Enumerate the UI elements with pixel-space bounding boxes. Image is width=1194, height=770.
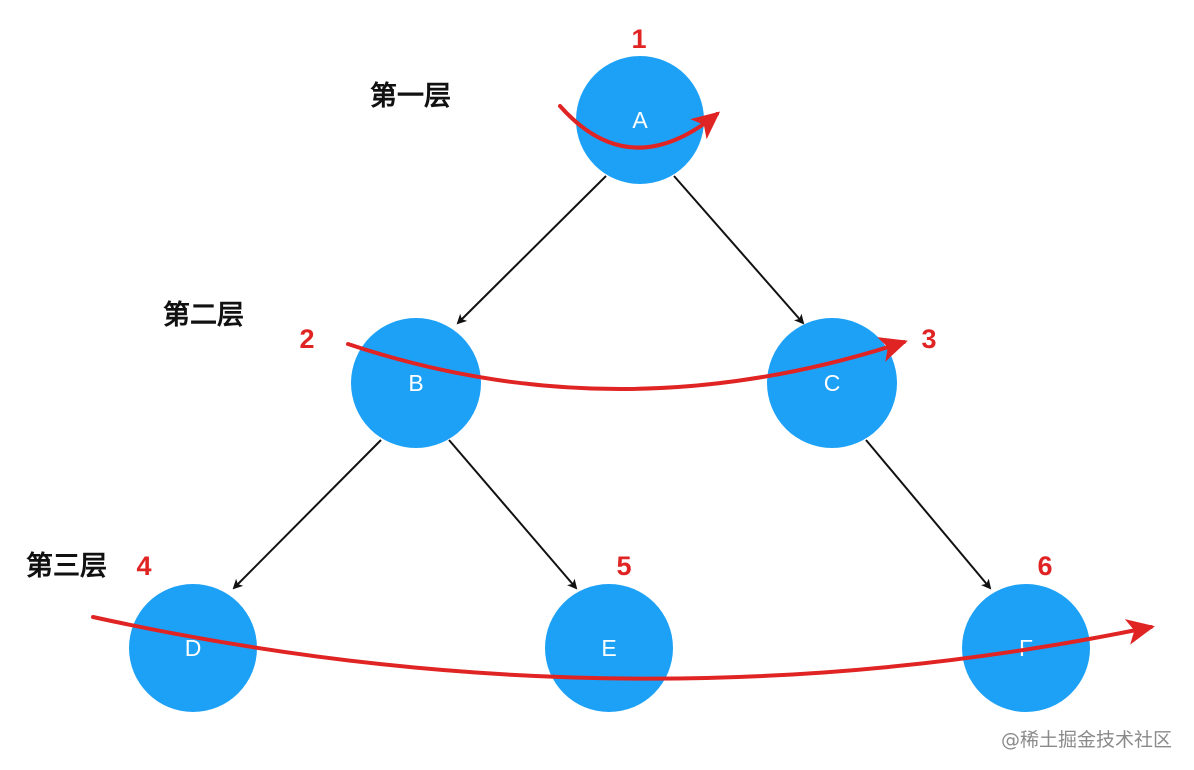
edge-a-c: [673, 175, 805, 325]
node-b: B: [351, 318, 481, 448]
order-number-5: 5: [616, 551, 631, 581]
node-c-label: C: [824, 370, 841, 396]
node-d-label: D: [185, 635, 202, 661]
traversal-sweep-level-2: [346, 337, 908, 391]
level-3-label: 第三层: [26, 550, 107, 581]
order-number-6: 6: [1037, 551, 1052, 581]
node-a: A: [576, 56, 704, 184]
order-number-4: 4: [136, 551, 151, 581]
order-number-2: 2: [299, 324, 314, 354]
level-2-label: 第二层: [163, 299, 244, 330]
node-a-label: A: [632, 107, 648, 133]
node-d: D: [129, 584, 257, 712]
level-1-label: 第一层: [370, 80, 451, 111]
order-number-1: 1: [631, 24, 646, 54]
edge-c-f: [865, 439, 992, 590]
traversal-sweep-level-3: [91, 615, 1155, 681]
watermark: @稀土掘金技术社区: [1001, 729, 1172, 751]
edge-a-b: [456, 175, 607, 325]
edge-b-e: [448, 439, 578, 590]
traversal-sweep-level-1: [558, 104, 721, 150]
edge-b-d: [232, 439, 382, 590]
node-e-label: E: [601, 635, 616, 661]
node-e: E: [545, 584, 673, 712]
node-c: C: [767, 318, 897, 448]
node-b-label: B: [408, 370, 423, 396]
order-number-3: 3: [921, 324, 936, 354]
